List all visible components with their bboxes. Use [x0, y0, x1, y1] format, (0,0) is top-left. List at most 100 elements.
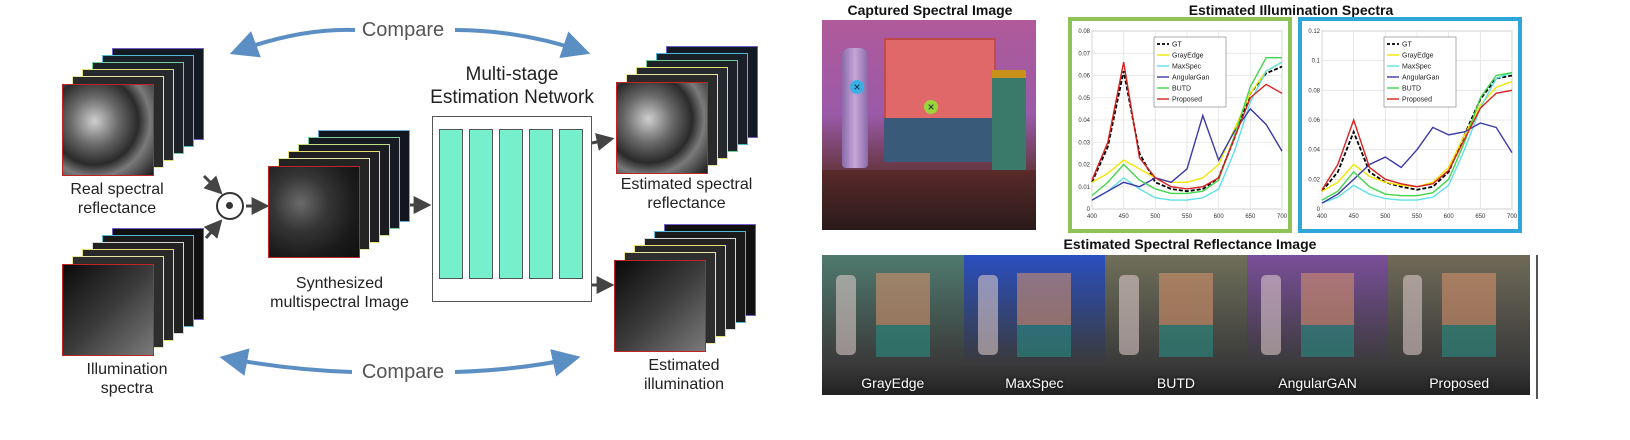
legend-label: Proposed [1172, 97, 1202, 104]
legend-label: AngularGan [1172, 75, 1209, 82]
y-tick-label: 0.05 [1078, 96, 1090, 102]
legend-box [1383, 36, 1457, 108]
x-tick-label: 400 [1087, 214, 1098, 220]
legend-label: Proposed [1402, 97, 1432, 104]
y-tick-label: 0.02 [1308, 177, 1320, 183]
reflectance-method-label: AngularGAN [1278, 375, 1357, 391]
series-line-grayedge [1091, 61, 1283, 184]
illum-chart-panel-1: 400 450 500 550 600 650 700 0 0.01 0.02 0.03 0.04 0.… [1068, 17, 1292, 233]
x-tick-label: 700 [1277, 214, 1288, 220]
marker-blue: × [850, 80, 864, 94]
series-line-butd [1321, 71, 1513, 201]
y-tick-label: 0 [1317, 207, 1321, 213]
legend-label: AngularGan [1402, 75, 1439, 82]
network-stage-2 [469, 129, 493, 279]
legend-box [1153, 36, 1227, 108]
y-tick-label: 0.04 [1078, 118, 1090, 124]
estimated-reflectance-label: Estimated spectral reflectance [620, 176, 753, 213]
illumination-label: Illumination spectra [86, 361, 168, 398]
multiply-operator [216, 192, 244, 220]
y-tick-label: 0.03 [1078, 140, 1090, 146]
series-line-maxspec [1091, 61, 1283, 201]
compare-top-label: Compare [361, 19, 445, 41]
marker-green: × [924, 100, 938, 114]
series-line-angulargan [1091, 107, 1283, 201]
y-tick-label: 0.01 [1078, 185, 1090, 191]
estimation-network [432, 116, 592, 302]
compare-bottom-label: Compare [361, 361, 445, 383]
x-tick-label: 550 [1182, 214, 1193, 220]
x-tick-label: 400 [1317, 214, 1328, 220]
synthesized-image [268, 166, 360, 258]
estimated-reflectance-image [616, 82, 708, 174]
series-line-angulargan [1321, 122, 1513, 204]
series-line-proposed [1321, 89, 1513, 191]
network-stage-3 [499, 129, 523, 279]
y-tick-label: 0.08 [1308, 88, 1320, 94]
x-tick-label: 650 [1475, 214, 1486, 220]
x-tick-label: 450 [1119, 214, 1130, 220]
legend-label: MaxSpec [1172, 64, 1202, 71]
y-tick-label: 0.02 [1078, 163, 1090, 169]
captured-image: × × [822, 20, 1036, 230]
synthesized-stack [268, 130, 418, 270]
estimated-illumination-label: Estimated illumination [643, 357, 725, 394]
reflectance-method-label: BUTD [1156, 375, 1196, 391]
y-tick-label: 0.08 [1078, 29, 1090, 35]
reflectance-method-label: GrayEdge [861, 375, 925, 391]
legend-label: MaxSpec [1402, 64, 1432, 71]
illumination-stack [62, 228, 212, 368]
compare-bottom-arrow [219, 348, 353, 376]
estimated-illumination-image [614, 260, 706, 352]
network-stage-4 [529, 129, 553, 279]
x-tick-label: 450 [1349, 214, 1360, 220]
captured-title: Captured Spectral Image [847, 2, 1013, 18]
reflectance-proposed: Proposed [1388, 255, 1530, 395]
legend-label: GT [1402, 42, 1412, 49]
network-stage-1 [439, 129, 463, 279]
legend-label: GT [1172, 42, 1182, 49]
green-box [884, 118, 992, 162]
illum-section-title: Estimated Illumination Spectra [1188, 2, 1394, 18]
illum-chart-1: 400 450 500 550 600 650 700 0 0.01 0.02 0.03 0.04 0.… [1078, 29, 1288, 220]
legend-label: BUTD [1402, 86, 1421, 93]
network-label: Multi-stage Estimation Network [430, 64, 594, 108]
red-box [884, 38, 996, 124]
y-tick-label: 0.06 [1078, 74, 1090, 80]
reflectance-butd: BUTD [1105, 255, 1247, 395]
y-tick-label: 0 [1087, 207, 1091, 213]
x-tick-label: 600 [1444, 214, 1455, 220]
y-tick-label: 0.06 [1308, 118, 1320, 124]
strip-divider [1536, 255, 1538, 399]
network-stage-5 [559, 129, 583, 279]
tower [992, 70, 1026, 170]
reflectance-strip: GrayEdge MaxSpec BUTD AngularGAN Proposed [822, 255, 1530, 395]
reflectance-section-title: Estimated Spectral Reflectance Image [1063, 236, 1317, 252]
real-reflectance-stack [62, 48, 212, 188]
x-tick-label: 500 [1150, 214, 1161, 220]
y-tick-label: 0.07 [1078, 51, 1090, 57]
x-tick-label: 500 [1380, 214, 1391, 220]
reflectance-angulargan: AngularGAN [1246, 255, 1389, 395]
compare-top-arrow [229, 27, 356, 58]
illumination-image [62, 264, 154, 356]
legend-label: BUTD [1172, 86, 1191, 93]
reflectance-maxspec: MaxSpec [963, 255, 1106, 395]
reflectance-method-label: MaxSpec [1005, 375, 1064, 391]
synthesized-label: Synthesized multispectral Image [270, 275, 409, 312]
series-line-proposed [1091, 62, 1283, 190]
x-tick-label: 700 [1507, 214, 1518, 220]
x-tick-label: 600 [1214, 214, 1225, 220]
real-reflectance-image [62, 84, 154, 176]
x-tick-label: 650 [1245, 214, 1256, 220]
estimated-illumination-stack [614, 224, 764, 364]
series-line-butd [1091, 57, 1282, 197]
y-tick-label: 0.04 [1308, 148, 1320, 154]
bottle [842, 48, 868, 168]
y-tick-label: 0.1 [1312, 59, 1321, 65]
y-tick-label: 0.12 [1308, 29, 1320, 35]
reflectance-method-label: Proposed [1429, 375, 1490, 391]
reflectance-grayedge: GrayEdge [822, 255, 964, 395]
